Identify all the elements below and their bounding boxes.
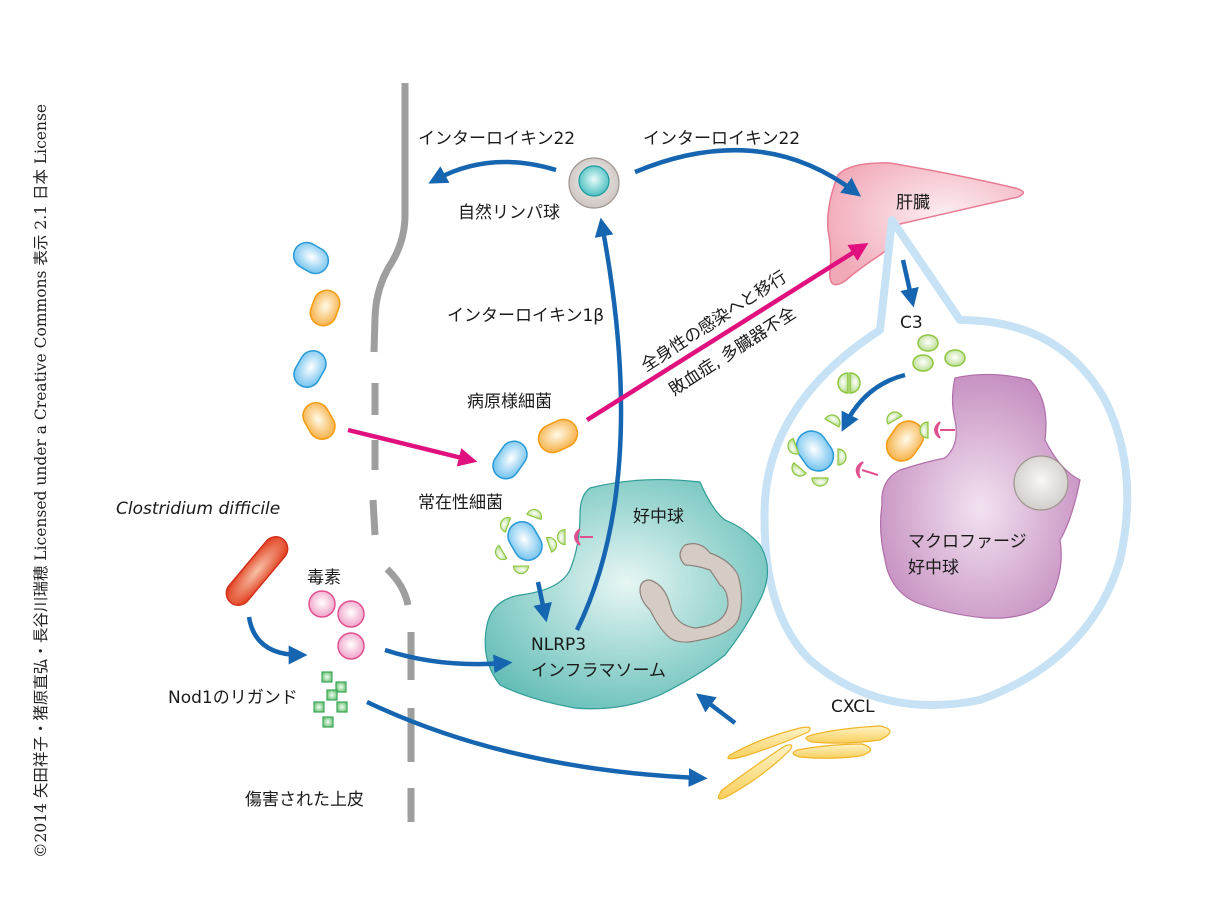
arrow-toxin-to-nlrp3 <box>384 647 513 674</box>
arrow-commensal-to-nlrp3 <box>533 581 552 623</box>
commensal-label: 常在性細菌 <box>418 493 503 513</box>
arrow-il22-left <box>428 159 557 184</box>
macrophage-label-line1: マクロファージ <box>908 532 1027 552</box>
arrow-il22-right <box>634 147 862 197</box>
neutrophil-label: 好中球 <box>633 507 684 527</box>
c-difficile-label: Clostridium difficile <box>116 499 280 519</box>
arrow-liver-to-c3 <box>900 259 919 308</box>
c3-label: C3 <box>900 313 923 333</box>
il22-right-label: インターロイキン22 <box>643 129 800 149</box>
opsonized-bacterium-orange <box>883 408 929 462</box>
cxcl-label: CXCL <box>831 697 875 717</box>
ilc-label: 自然リンパ球 <box>458 203 560 223</box>
macrophage-cell <box>879 373 1081 619</box>
macrophage-label-line2: 好中球 <box>908 558 959 578</box>
opsonized-bacterium-blue <box>785 411 847 487</box>
commensal-bacterium <box>492 506 566 575</box>
arrow-il1b <box>574 217 624 631</box>
il1b-label: インターロイキン1β <box>447 306 604 326</box>
liver-label: 肝臓 <box>896 193 930 213</box>
arrow-cxcl-to-neutrophil <box>695 693 737 725</box>
damaged-epithelium-label: 傷害された上皮 <box>245 790 364 810</box>
macrophage-nucleus <box>1013 455 1069 511</box>
nod1-ligand-squares <box>313 671 348 728</box>
neutrophil-cell <box>484 478 769 710</box>
innate-lymphoid-cell <box>568 157 620 209</box>
nlrp3-label-line1: NLRP3 <box>531 635 586 655</box>
neutrophil-receptor <box>574 528 593 546</box>
c3-molecules <box>837 334 966 394</box>
arrow-cdiff-to-toxin <box>246 616 308 665</box>
toxin-label: 毒素 <box>307 568 341 588</box>
lumen-bacteria <box>292 241 341 440</box>
arrow-nod1-to-cxcl <box>366 699 708 787</box>
macrophage-receptors <box>855 421 955 479</box>
neutrophil-nucleus <box>639 543 743 643</box>
toxin-particles <box>308 590 365 660</box>
license-credit: ©2014 矢田祥子・猪原直弘・長谷川瑞穂 Licensed under a C… <box>32 104 50 858</box>
pathobiont-label: 病原様細菌 <box>467 392 552 412</box>
c-difficile-bacterium <box>225 536 289 606</box>
cxcl-fibroblasts <box>717 725 891 800</box>
nod1-label: Nod1のリガンド <box>168 688 298 708</box>
arrow-lumen-to-pathobiont <box>347 427 478 467</box>
arrow-c3-to-bacterium <box>841 372 906 432</box>
il22-left-label: インターロイキン22 <box>418 129 575 149</box>
nlrp3-label-line2: インフラマソーム <box>531 661 666 681</box>
arrow-systemic-to-liver <box>585 242 869 422</box>
pathobiont-bacteria <box>492 418 579 480</box>
liver-shape <box>826 162 1024 286</box>
